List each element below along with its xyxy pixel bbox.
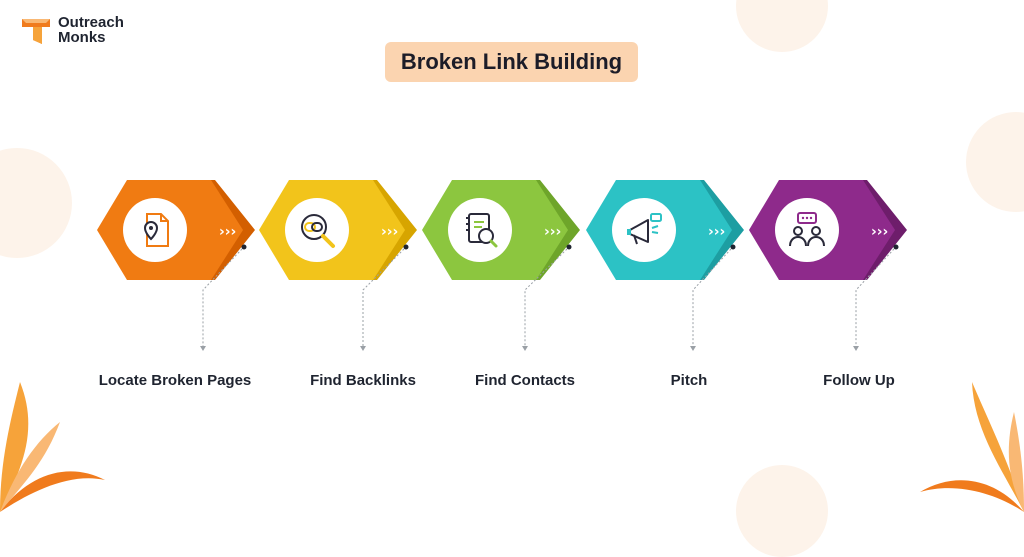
bg-blob-left xyxy=(0,148,72,258)
bg-blob-top xyxy=(736,0,828,52)
outreach-monks-logo-icon xyxy=(22,19,50,44)
step-node: ››› xyxy=(586,170,746,351)
svg-text:›››: ››› xyxy=(544,224,561,240)
step-label: Pitch xyxy=(670,372,708,389)
people-chat-icon xyxy=(789,212,825,247)
svg-text:›››: ››› xyxy=(708,224,725,240)
svg-text:›››: ››› xyxy=(381,224,398,240)
brand-logo: Outreach Monks xyxy=(20,14,124,46)
step-node: ››› xyxy=(97,170,257,351)
svg-text:›››: ››› xyxy=(871,224,888,240)
step-shape: ››› xyxy=(586,180,744,351)
diagram-title: Broken Link Building xyxy=(385,42,638,82)
broken-page-pin-icon xyxy=(143,213,169,247)
step-shape: ››› xyxy=(749,180,907,351)
step-shape: ››› xyxy=(259,180,417,351)
step-node: ››› xyxy=(422,170,582,351)
brand-name: Outreach Monks xyxy=(58,15,124,45)
bg-blob-bottom xyxy=(736,465,828,557)
step-shape: ››› xyxy=(97,180,255,351)
step-shape: ››› xyxy=(422,180,580,351)
step-label: Follow Up xyxy=(823,372,895,389)
bg-blob-right xyxy=(966,112,1024,212)
step-label: Find Contacts xyxy=(475,372,575,389)
contact-book-search-icon xyxy=(466,213,498,248)
svg-text:›››: ››› xyxy=(219,224,236,240)
leaf-decoration-right xyxy=(920,382,1024,512)
megaphone-icon xyxy=(627,213,662,245)
step-node: ››› xyxy=(259,170,419,351)
step-label: Locate Broken Pages xyxy=(98,372,252,389)
brand-line-1: Outreach xyxy=(58,14,124,31)
step-node: ››› xyxy=(749,170,909,351)
link-magnifier-icon xyxy=(301,214,335,248)
brand-line-2: Monks xyxy=(58,29,106,46)
step-label: Find Backlinks xyxy=(310,372,416,389)
leaf-decoration-left xyxy=(0,382,105,512)
